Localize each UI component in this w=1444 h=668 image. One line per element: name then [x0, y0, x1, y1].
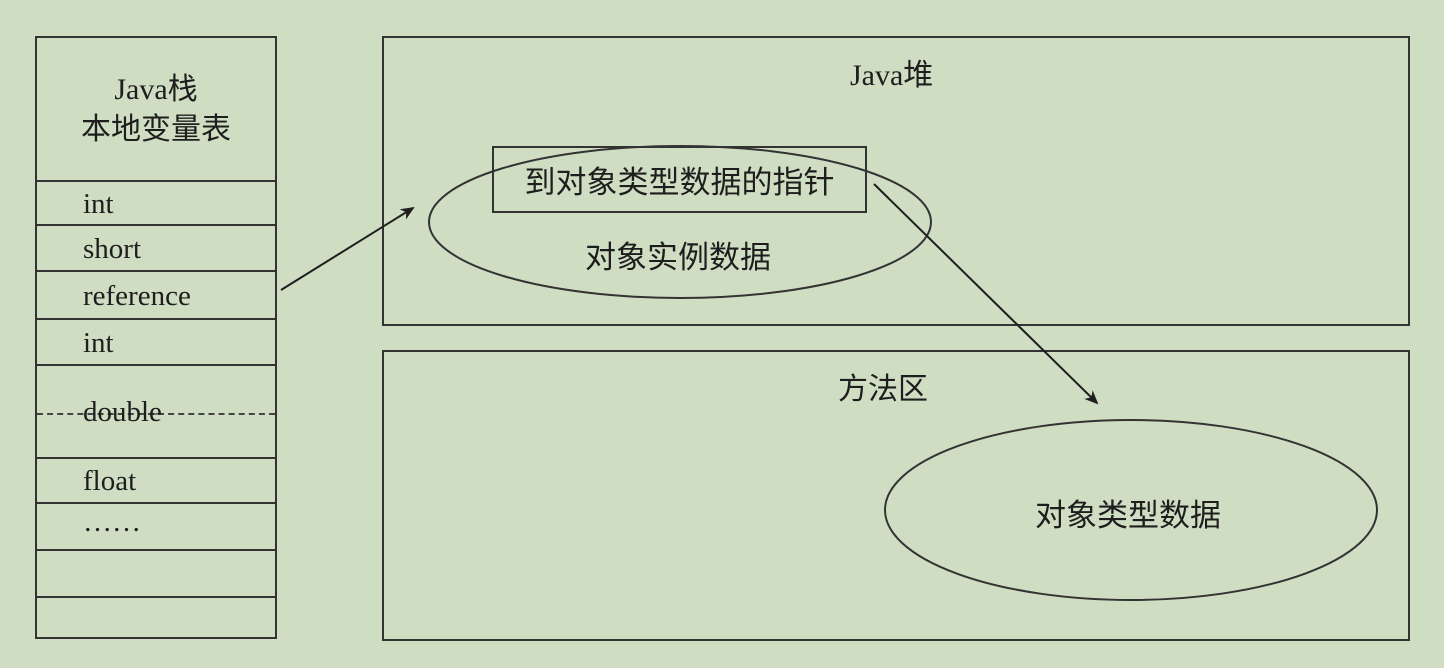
object-type-ellipse — [884, 419, 1378, 601]
stack-row-empty-2 — [37, 596, 275, 639]
stack-row-short: short — [37, 224, 275, 272]
method-area-box — [382, 350, 1410, 641]
type-pointer-arrow — [873, 183, 1099, 405]
type-pointer-box: 到对象类型数据的指针 — [492, 146, 867, 213]
stack-row-label: reference — [83, 279, 191, 312]
java-stack-header: Java栈 本地变量表 — [37, 38, 275, 182]
stack-row-ellipsis: …… — [37, 502, 275, 551]
stack-row-empty-1 — [37, 549, 275, 598]
stack-row-float: float — [37, 457, 275, 504]
reference-arrow — [280, 206, 415, 291]
method-area-title: 方法区 — [838, 373, 928, 406]
local-variable-table-title: 本地变量表 — [81, 113, 231, 146]
stack-row-label: double — [83, 396, 162, 428]
object-type-label: 对象类型数据 — [1035, 498, 1221, 534]
stack-row-label: int — [83, 326, 114, 359]
java-heap-title: Java堆 — [850, 59, 934, 92]
stack-row-label: short — [83, 232, 141, 265]
stack-row-label: int — [83, 187, 114, 220]
stack-row-double: double — [37, 364, 275, 459]
double-slot-divider — [37, 412, 275, 415]
java-heap-box — [382, 36, 1410, 326]
stack-row-reference: reference — [37, 270, 275, 320]
stack-row-label: float — [83, 465, 137, 497]
object-instance-label: 对象实例数据 — [585, 240, 771, 276]
java-stack-title: Java栈 — [114, 73, 198, 106]
stack-row-int-1: int — [37, 180, 275, 226]
java-stack-box: Java栈 本地变量表 int short reference int doub… — [35, 36, 277, 639]
stack-row-label: …… — [83, 506, 141, 538]
type-pointer-label: 到对象类型数据的指针 — [524, 165, 835, 201]
stack-row-int-2: int — [37, 318, 275, 366]
